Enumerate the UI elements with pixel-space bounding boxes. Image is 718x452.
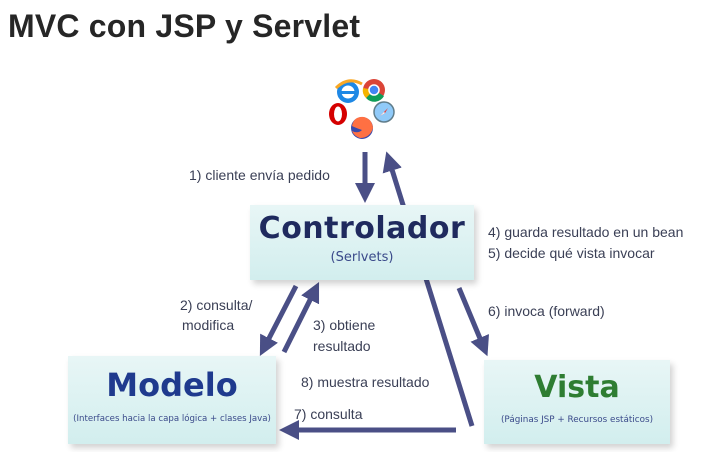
step-6-label: 6) invoca (forward): [488, 303, 605, 319]
step-4-label: 4) guarda resultado en un bean: [488, 224, 684, 240]
step-3-label-line2: resultado: [313, 338, 371, 354]
controlador-box: Controlador (Serlvets): [250, 205, 474, 280]
vista-box: Vista (Páginas JSP + Recursos estáticos): [484, 360, 670, 444]
modelo-box: Modelo (Interfaces hacia la capa lógica …: [68, 356, 276, 444]
step-7-label: 7) consulta: [294, 406, 363, 422]
modelo-subtitle: (Interfaces hacia la capa lógica + clase…: [73, 414, 271, 424]
step-5-label: 5) decide qué vista invocar: [488, 245, 655, 261]
step-2-label-line2: modifica: [182, 317, 235, 333]
step-8-label: 8) muestra resultado: [301, 374, 430, 390]
chrome-icon: [362, 79, 385, 102]
arrow-6-forward: [456, 287, 489, 357]
step-1-label: 1) cliente envía pedido: [189, 167, 330, 183]
arrow-8-response: [382, 151, 475, 427]
vista-title: Vista: [534, 370, 620, 405]
step-3-label-line1: 3) obtiene: [313, 317, 376, 333]
modelo-title: Modelo: [106, 366, 238, 404]
slide-title: MVC con JSP y Servlet: [8, 8, 361, 44]
controlador-title: Controlador: [258, 211, 466, 246]
browser-icons: [329, 79, 395, 139]
internet-explorer-icon: [334, 79, 363, 103]
vista-subtitle: (Páginas JSP + Recursos estáticos): [500, 415, 654, 425]
controlador-subtitle: (Serlvets): [330, 250, 394, 265]
arrow-3-result: [281, 281, 320, 354]
arrow-2-query: [259, 284, 299, 356]
safari-icon: [373, 101, 395, 123]
opera-icon: [329, 103, 347, 125]
step-2-label-line1: 2) consulta/: [180, 297, 253, 313]
firefox-icon: [351, 116, 373, 139]
